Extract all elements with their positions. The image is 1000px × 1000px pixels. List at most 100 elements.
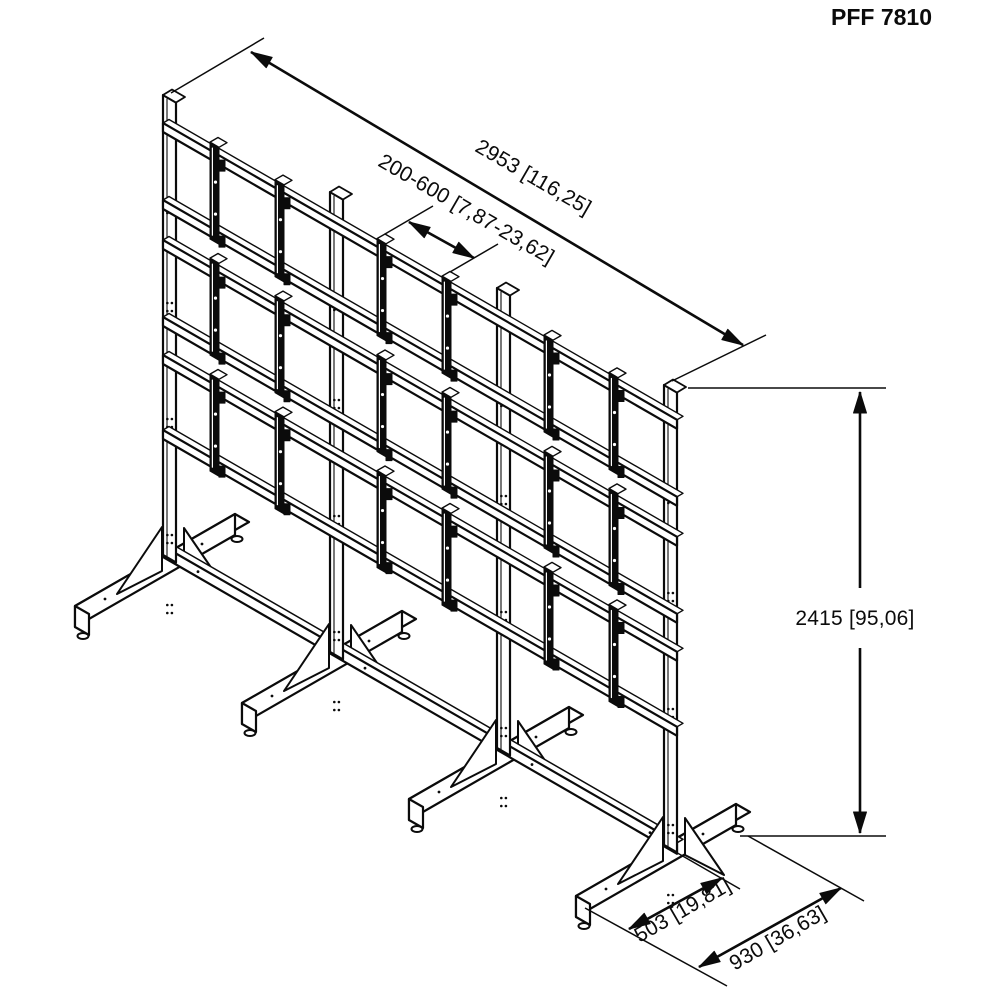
rail-front-face <box>161 353 679 662</box>
strip-hook <box>385 373 393 386</box>
mounting-strip <box>608 604 619 708</box>
mounting-strip <box>376 470 387 574</box>
leveling-foot <box>397 632 411 640</box>
extension-line <box>584 907 728 987</box>
bolt-hole <box>200 542 204 546</box>
mounting-strip <box>608 372 619 476</box>
arrowhead-icon <box>408 221 431 239</box>
leveling-foot <box>731 825 745 833</box>
strip-hole <box>445 462 450 466</box>
strip-hook <box>283 197 291 210</box>
strip-hook <box>385 562 393 575</box>
strip-top-cap <box>608 367 627 379</box>
bolt-hole <box>667 831 670 835</box>
strip-hole <box>612 558 617 563</box>
strip-top-cap <box>274 406 293 418</box>
bolt-hole <box>671 599 675 603</box>
strip-hole <box>547 373 552 377</box>
bolt-hole <box>504 610 508 614</box>
bolt-hole <box>333 398 336 402</box>
bolt-hole <box>500 804 503 808</box>
bolt-hole <box>337 398 341 402</box>
bolt-hole <box>103 597 107 601</box>
bolt-hole <box>500 734 503 738</box>
strip-hole <box>213 296 218 300</box>
strip-top-cap <box>209 136 228 149</box>
bolt-hole <box>500 796 503 800</box>
strip-top-cap <box>376 233 395 245</box>
mounting-strip <box>274 295 285 399</box>
mounting-strip <box>209 373 220 477</box>
strip-hook <box>385 488 393 501</box>
rail-top-face <box>162 118 684 421</box>
bolt-hole <box>667 823 670 827</box>
post-top-face <box>329 185 353 201</box>
strip-hole <box>380 276 385 281</box>
bolt-hole <box>437 790 441 794</box>
bolt-hole <box>337 638 341 642</box>
bolt-hole <box>333 630 336 634</box>
strip-hook <box>218 352 226 365</box>
strip-hole <box>612 642 617 647</box>
bolt-hole <box>500 494 503 498</box>
bolt-hole <box>667 893 670 897</box>
strip-hole <box>278 482 283 486</box>
extension-line <box>170 37 265 94</box>
strip-hole <box>278 250 283 254</box>
mounting-strip <box>274 179 285 283</box>
bolt-hole <box>166 309 169 313</box>
bolt-hole <box>671 823 675 827</box>
extension-line <box>671 334 767 382</box>
strip-hole <box>612 410 617 415</box>
arrowhead-icon <box>452 241 475 259</box>
bolt-hole <box>504 494 508 498</box>
extension-line <box>384 205 434 235</box>
bolt-hole <box>504 726 508 730</box>
strip-hook <box>617 696 625 708</box>
strip-hole <box>547 605 552 609</box>
strip-hook <box>450 369 458 382</box>
strip-hole <box>278 450 283 454</box>
leveling-foot <box>577 922 591 930</box>
mounting-strip <box>441 507 452 611</box>
arrowhead-icon <box>250 51 273 69</box>
strip-hole <box>445 578 450 582</box>
strip-hole <box>278 366 283 370</box>
strip-hook <box>450 486 458 499</box>
strip-hole <box>213 412 218 416</box>
arrowhead-icon <box>819 887 842 905</box>
bolt-hole <box>333 514 336 518</box>
strip-hook <box>552 352 560 365</box>
bolt-hole <box>170 541 174 545</box>
strip-top-cap <box>376 465 395 477</box>
bolt-hole <box>170 533 174 537</box>
bolt-hole <box>170 417 174 421</box>
strip-hook <box>617 622 625 634</box>
bolt-hole <box>671 893 675 897</box>
strip-hook <box>552 584 560 597</box>
bolt-hole <box>337 700 341 704</box>
video-wall-stand-structure <box>73 88 752 930</box>
foot-end-cap <box>240 701 258 734</box>
strip-hook <box>552 469 560 482</box>
dim-total-height-label: 2415 [95,06] <box>795 607 914 630</box>
bolt-hole <box>166 301 169 305</box>
bolt-hole <box>170 309 174 313</box>
leveling-foot <box>564 728 578 736</box>
strip-hole <box>612 674 617 679</box>
bolt-hole <box>500 610 503 614</box>
strip-hole <box>380 308 385 313</box>
foot-end-cap <box>73 604 91 637</box>
bolt-hole <box>166 533 169 537</box>
bolt-hole <box>166 541 169 545</box>
strip-hook <box>617 507 625 519</box>
mounting-strip <box>543 566 554 670</box>
bolt-hole <box>270 694 274 698</box>
bolt-hole <box>166 603 169 607</box>
strip-hole <box>547 637 552 641</box>
mounting-strip <box>608 488 619 592</box>
strip-hole <box>612 526 617 531</box>
strip-hook <box>385 256 393 269</box>
bolt-hole <box>333 638 336 642</box>
